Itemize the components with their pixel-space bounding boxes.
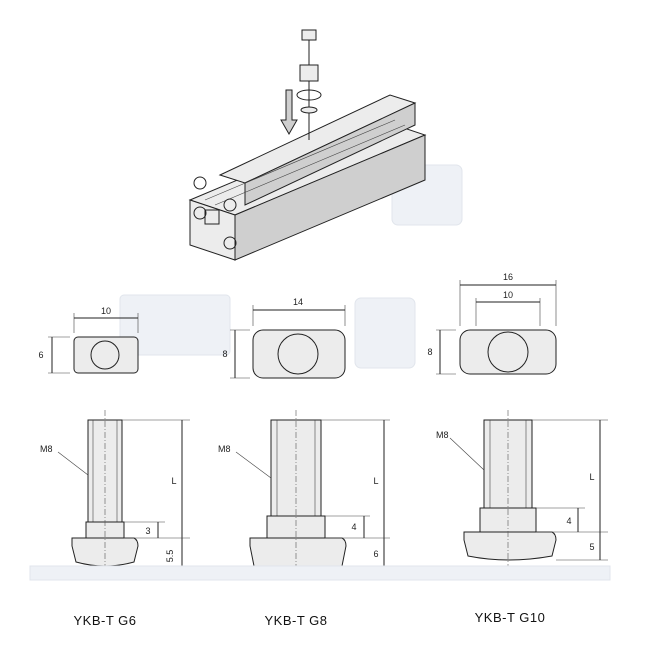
side-view-g10: M8 L 4 5 YKB-T G10 [436, 410, 608, 625]
caption-g10: YKB-T G10 [475, 610, 546, 625]
thread-label-g6: M8 [40, 444, 53, 454]
top-view-g10: 16 10 8 [427, 272, 557, 375]
t-nut [299, 64, 319, 82]
side-view-g8: M8 L 4 6 YKB-T G8 [218, 410, 390, 628]
rotation-arrow [296, 89, 322, 101]
profile-center-square [204, 209, 220, 225]
watermark-shape [119, 294, 231, 356]
dim-a-g10: 4 [566, 516, 571, 526]
length-label-g6: L [171, 476, 176, 486]
dim-a-g6: 3 [145, 526, 150, 536]
caption-g6: YKB-T G6 [73, 613, 136, 628]
t-bolt-head-outline [73, 336, 139, 374]
profile-bar-side-face [234, 134, 426, 261]
t-bolt-head-outline [459, 329, 557, 375]
t-head [249, 537, 347, 571]
dim-a-g8: 4 [351, 522, 356, 532]
caption-g8: YKB-T G8 [264, 613, 327, 628]
dim-top-width-g8: 14 [293, 297, 303, 307]
dim-b-g6: 5.5 [165, 550, 175, 563]
top-view-g6: 10 6 [38, 294, 231, 374]
bolt-thread-circle [90, 340, 120, 370]
dim-top-height-g6: 6 [38, 350, 43, 360]
top-view-g8: 14 8 [222, 297, 416, 379]
profile-hole [193, 176, 207, 190]
profile-hole [223, 236, 237, 250]
bolt-thread-circle [487, 331, 529, 373]
dim-b-g8: 6 [373, 549, 378, 559]
thread-label-g10: M8 [436, 430, 449, 440]
dim-b-g10: 5 [589, 542, 594, 552]
thread-label-g8: M8 [218, 444, 231, 454]
watermark-band [29, 565, 611, 581]
bolt-thread-circle [277, 333, 319, 375]
dim-top-height-g10: 8 [427, 347, 432, 357]
insert-arrow-icon [280, 89, 298, 136]
profile-hole [193, 206, 207, 220]
nut-top [301, 29, 317, 41]
upper-profile-side-face [244, 102, 416, 206]
dim-top-outer-width-g10: 16 [503, 272, 513, 282]
length-label-g8: L [373, 476, 378, 486]
dim-top-width-g6: 10 [101, 306, 111, 316]
dim-top-height-g8: 8 [222, 349, 227, 359]
t-bolt-head-outline [252, 329, 346, 379]
washer [300, 106, 318, 114]
profile-hole [223, 198, 237, 212]
length-label-g10: L [589, 472, 594, 482]
assembly-illustration [188, 29, 463, 261]
side-view-g6: M8 L 3 5.5 YKB-T G6 [40, 410, 190, 628]
dim-top-width-g10: 10 [503, 290, 513, 300]
t-head [463, 531, 557, 561]
watermark-shape [354, 297, 416, 369]
